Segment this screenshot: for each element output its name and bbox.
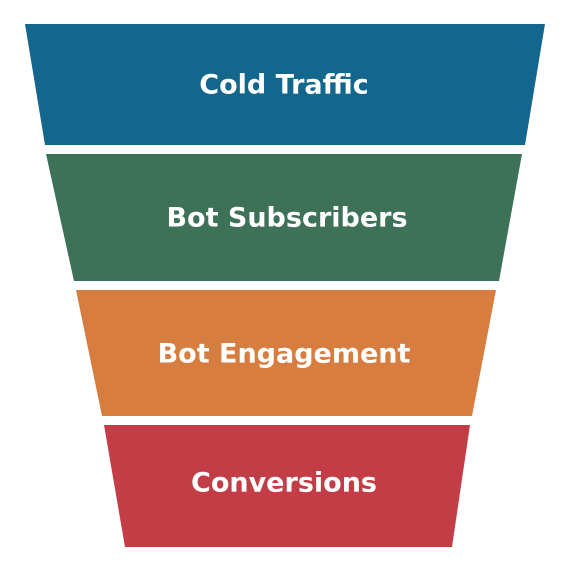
funnel-stage-bot-engagement: Bot Engagement (76, 290, 496, 416)
funnel-stage-shape (104, 425, 470, 547)
funnel-stage-conversions: Conversions (104, 425, 470, 547)
funnel-stage-label: Cold Traffic (199, 70, 368, 101)
funnel-stage-label: Conversions (191, 468, 377, 499)
funnel-stage-label: Bot Subscribers (166, 203, 407, 234)
funnel-stage-bot-subscribers: Bot Subscribers (46, 154, 522, 281)
funnel-stage-shape (76, 290, 496, 416)
funnel-stage-shape (46, 154, 522, 281)
funnel-stage-cold-traffic: Cold Traffic (25, 24, 545, 145)
funnel-stage-label: Bot Engagement (158, 339, 411, 370)
funnel-stage-shape (25, 24, 545, 145)
